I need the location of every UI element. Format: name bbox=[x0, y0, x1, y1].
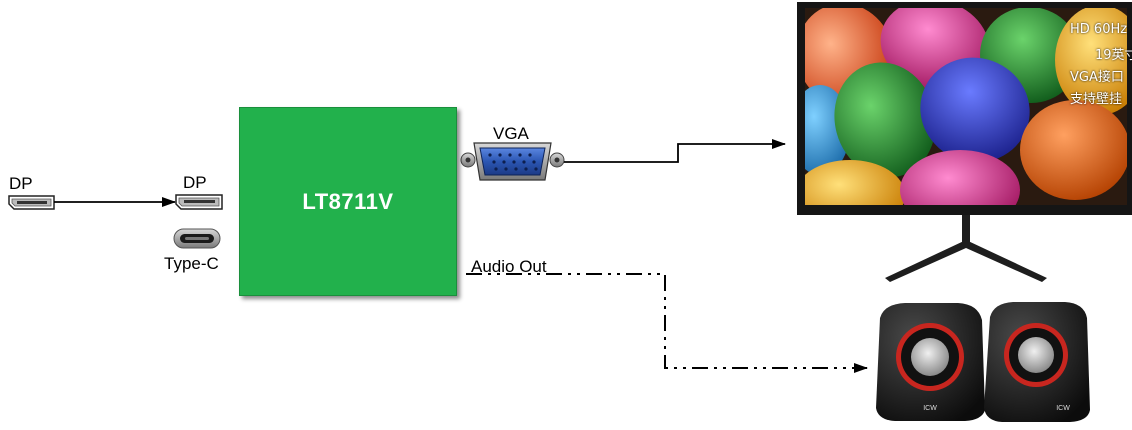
monitor-overlay-line-4: 支持壁挂 bbox=[1070, 88, 1122, 107]
chip-label: LT8711V bbox=[302, 189, 393, 215]
vga-connector-icon bbox=[461, 143, 564, 180]
audio-out-label: Audio Out bbox=[471, 258, 547, 275]
dp-input-label: DP bbox=[9, 175, 33, 192]
chip-dp-label: DP bbox=[183, 174, 207, 191]
monitor-overlay-line-3: VGA接口 bbox=[1070, 66, 1124, 85]
monitor-icon bbox=[782, 0, 1132, 282]
chip-dp-port-icon bbox=[176, 195, 222, 209]
speakers-icon: ICW ICW bbox=[876, 302, 1090, 422]
lt8711v-chip: LT8711V bbox=[239, 107, 457, 296]
typec-label: Type-C bbox=[164, 255, 219, 272]
monitor-overlay-line-1: HD 60Hz bbox=[1070, 22, 1127, 37]
dp-input-port-icon bbox=[9, 196, 54, 209]
speaker-brand-left: ICW bbox=[923, 405, 937, 412]
speaker-brand-right: ICW bbox=[1056, 405, 1070, 412]
vga-cable-arrow bbox=[564, 144, 785, 162]
vga-label: VGA bbox=[493, 125, 529, 142]
audio-cable-arrow bbox=[466, 274, 867, 368]
monitor-overlay-line-2: 19英寸 bbox=[1095, 44, 1132, 63]
typec-port-icon bbox=[174, 229, 220, 248]
